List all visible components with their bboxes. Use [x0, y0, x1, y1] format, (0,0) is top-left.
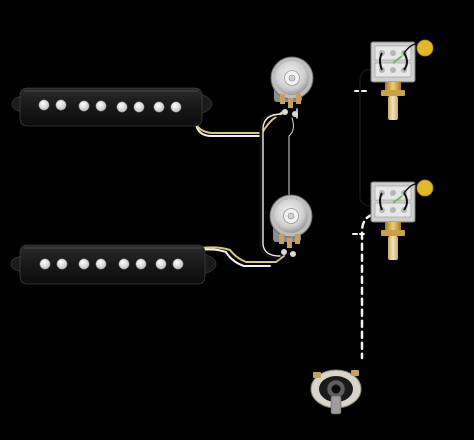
- wires: [195, 69, 374, 360]
- pot2-lug-2: [287, 238, 292, 248]
- pot1-lug-3: [296, 94, 301, 104]
- pot2-lug-3: [295, 234, 300, 244]
- switch2-shaft: [388, 236, 398, 260]
- neck-pole-5: [116, 101, 128, 113]
- bridge-pickup-tab-right: [203, 253, 217, 275]
- neck-pole-7: [153, 101, 165, 113]
- bridge-pickup: [10, 244, 217, 285]
- pot1-solder-2: [292, 111, 298, 117]
- neck-pickup: [11, 87, 213, 127]
- pot1-hub: [288, 74, 296, 82]
- neck-pickup-tab-left: [11, 95, 23, 113]
- switch1-capacitor: [416, 39, 434, 57]
- pot2-solder: [281, 249, 287, 255]
- bridge-pole-8: [172, 258, 184, 270]
- bridge-pickup-body: [19, 244, 206, 285]
- neck-pickup-body: [19, 87, 203, 127]
- switch1-jumper-wire: [379, 52, 408, 71]
- push-pull-switch-lower: [370, 179, 434, 260]
- jack-hole: [331, 384, 341, 394]
- switch2-cap-lead: [392, 195, 403, 204]
- switch1-lug-e: [390, 67, 396, 73]
- neck-pole-1: [38, 99, 50, 111]
- volume-pot-bridge: [269, 194, 313, 257]
- bridge-pole-7: [155, 258, 167, 270]
- wire-pot-link-2: [288, 117, 294, 245]
- jack-tip-contact: [330, 395, 342, 415]
- switch1-nut: [381, 90, 405, 96]
- neck-pole-8: [170, 101, 182, 113]
- switch2-nut: [381, 230, 405, 236]
- switch2-lug-e: [390, 207, 396, 213]
- jack-lug-right: [351, 370, 359, 376]
- volume-pot-neck: [270, 56, 314, 117]
- bridge-pickup-tab-left: [10, 255, 23, 273]
- jack-lug-left: [313, 372, 321, 378]
- bridge-pole-2: [56, 258, 68, 270]
- neck-pole-2: [55, 99, 67, 111]
- switch1-shaft: [388, 96, 398, 120]
- neck-pole-3: [78, 100, 90, 112]
- bridge-pole-4: [95, 258, 107, 270]
- switch1-cap-lead: [392, 55, 403, 64]
- output-jack: [310, 369, 362, 415]
- bridge-pole-3: [78, 258, 90, 270]
- neck-pickup-tab-right: [199, 93, 213, 115]
- switch2-jumper-wire: [379, 192, 408, 211]
- wire-switch-jack-dash: [360, 213, 374, 360]
- wire-bridge-white: [200, 248, 271, 267]
- switch1-lug-b: [390, 50, 396, 56]
- pot2-lug-1: [279, 234, 284, 244]
- bridge-pole-5: [118, 258, 130, 270]
- pot1-solder: [282, 109, 288, 115]
- neck-pole-6: [133, 101, 145, 113]
- bridge-pole-1: [39, 258, 51, 270]
- pot1-lug-2: [288, 98, 293, 108]
- bridge-pole-6: [135, 258, 147, 270]
- switch2-lug-b: [390, 190, 396, 196]
- pot1-lug-1: [280, 94, 285, 104]
- pot2-solder-2: [290, 251, 296, 257]
- neck-pickup-poles: [38, 99, 182, 113]
- wire-neck-white: [195, 123, 261, 137]
- push-pull-switch-upper: [370, 39, 434, 120]
- wire-neck-yellow: [195, 109, 286, 134]
- wire-switch-interconnect: [359, 69, 373, 207]
- wire-pot-link-black: [259, 113, 282, 260]
- pot2-hub: [287, 212, 295, 220]
- switch2-capacitor: [416, 179, 434, 197]
- wire-pot-link-white: [262, 113, 283, 257]
- wire-bridge-yellow: [200, 246, 285, 263]
- neck-pole-4: [95, 100, 107, 112]
- bridge-pickup-poles: [39, 258, 184, 270]
